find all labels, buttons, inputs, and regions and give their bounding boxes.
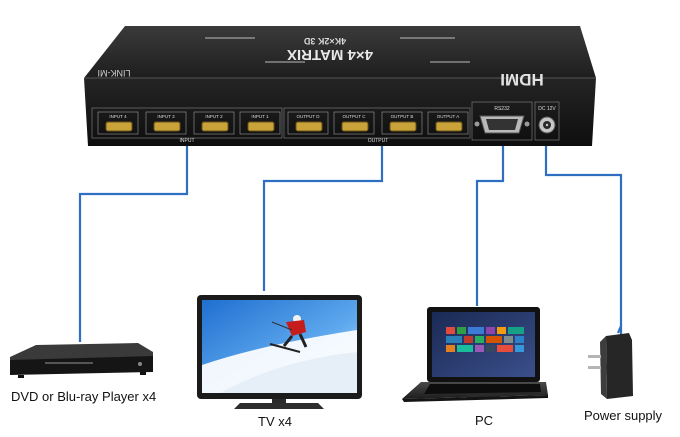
skier-icon <box>269 315 308 353</box>
wire-pc-rs232 <box>475 146 505 306</box>
hdmi-input-port: INPUT 4 <box>97 111 139 135</box>
dc-label: DC 12V <box>538 106 556 112</box>
input-label: INPUT 2 <box>205 114 223 119</box>
connection-wires <box>78 146 623 342</box>
wire-dvd-input <box>78 146 189 342</box>
rs232-label: RS232 <box>494 106 510 112</box>
output-port-group: OUTPUT D OUTPUT C OUTPUT B OUTPUT A OUTP… <box>283 107 471 144</box>
output-label: OUTPUT B <box>391 114 414 119</box>
hdmi-output-port: OUTPUT C <box>333 111 375 135</box>
output-label: OUTPUT C <box>343 114 367 119</box>
hdmi-output-port: OUTPUT A <box>427 111 469 135</box>
input-label: INPUT 1 <box>251 114 269 119</box>
wire-power-dc <box>544 146 623 336</box>
hdmi-input-port: INPUT 2 <box>193 111 235 135</box>
hdmi-matrix-device: 4×4 MATRIX 4K×2K 3D LINK-MI HDMI INPUT 4… <box>84 26 596 146</box>
matrix-subtitle: 4K×2K 3D <box>303 36 346 46</box>
tv-label: TV x4 <box>258 414 292 429</box>
start-screen-tiles <box>446 327 524 352</box>
output-label: OUTPUT A <box>437 114 459 119</box>
input-group-label: INPUT <box>180 138 195 144</box>
wire-tv-output <box>262 146 384 291</box>
dvd-player-label: DVD or Blu-ray Player x4 <box>11 389 157 404</box>
laptop-pc <box>402 307 548 402</box>
hdmi-output-port: OUTPUT D <box>287 111 329 135</box>
matrix-top-surface <box>84 26 596 78</box>
output-label: OUTPUT D <box>297 114 321 119</box>
pc-label: PC <box>475 413 494 428</box>
input-label: INPUT 3 <box>157 114 175 119</box>
input-port-group: INPUT 4 INPUT 3 INPUT 2 INPUT 1 INPUT <box>91 107 283 144</box>
brand-label: LINK-MI <box>97 68 130 78</box>
output-group-label: OUTPUT <box>368 138 389 144</box>
rs232-port: RS232 <box>471 101 533 141</box>
hdmi-input-port: INPUT 1 <box>239 111 281 135</box>
television <box>197 295 362 409</box>
input-label: INPUT 4 <box>109 114 127 119</box>
power-adapter <box>588 325 633 399</box>
laptop-screen <box>432 312 535 377</box>
dvd-player <box>10 343 153 378</box>
matrix-title: 4×4 MATRIX <box>287 46 373 63</box>
hdmi-output-port: OUTPUT B <box>381 111 423 135</box>
power-supply-label: Power supply <box>584 408 663 423</box>
hdmi-input-port: INPUT 3 <box>145 111 187 135</box>
dc-power-jack: DC 12V <box>534 101 560 141</box>
hdmi-logo: HDMI <box>500 70 543 89</box>
